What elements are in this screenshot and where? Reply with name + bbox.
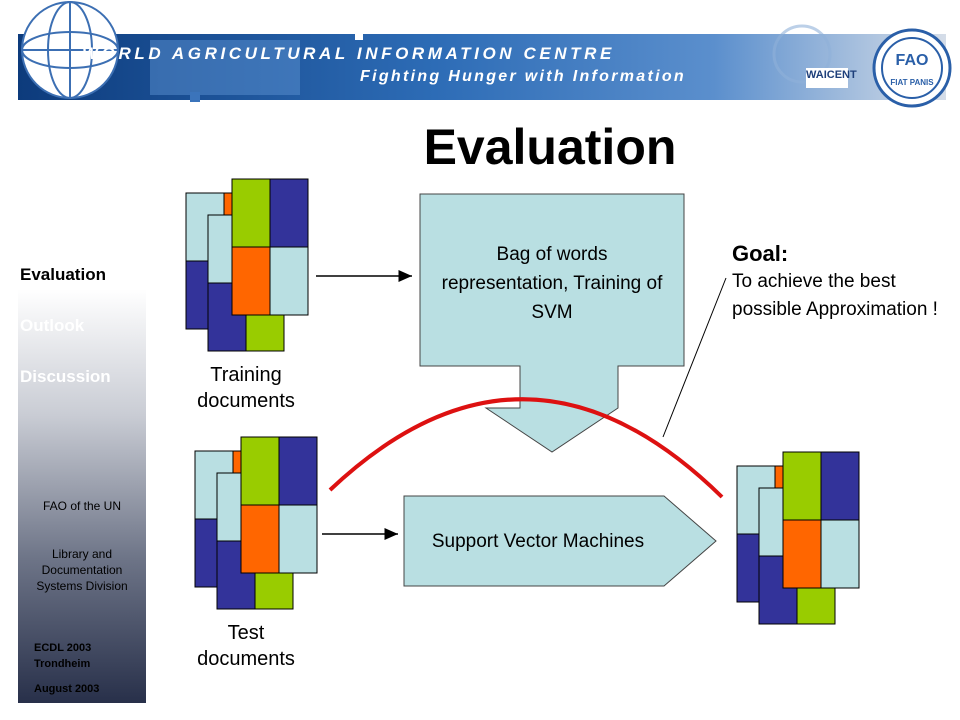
doc-page-front-cell <box>782 519 822 589</box>
conference-info: ECDL 2003 Trondheim <box>34 642 92 670</box>
sidebar-item-introduction[interactable]: Introduction <box>20 138 120 157</box>
doc-page-front-cell <box>231 246 271 316</box>
doc-page-front-cell <box>240 504 280 574</box>
division-name: Library and Documentation Systems Divisi… <box>36 547 128 593</box>
svm-arrow-shape <box>403 495 717 587</box>
result-documents-stack <box>736 451 860 625</box>
training-documents-stack <box>185 178 309 352</box>
doc-page-front-cell <box>269 246 309 316</box>
test-documents-label: Test documents <box>197 622 295 670</box>
banner-subtitle: Fighting Hunger with Information <box>360 68 687 85</box>
test-documents-stack <box>194 436 318 610</box>
sidebar-item-automatic-indexing[interactable]: Automatic Indexing <box>20 188 104 231</box>
banner-graphic <box>18 1 952 108</box>
sidebar-item-discussion[interactable]: Discussion <box>20 367 111 386</box>
waicent-logo: WAICENT <box>806 69 857 81</box>
fao-motto: FIAT PANIS <box>890 78 934 87</box>
training-process-callout <box>419 193 685 453</box>
goal-annotation: Goal: To achieve the best possible Appro… <box>732 240 952 324</box>
sidebar-item-outlook[interactable]: Outlook <box>20 316 85 335</box>
doc-page-front-cell <box>278 436 318 506</box>
training-documents-label: Training documents <box>197 364 295 412</box>
org-name: FAO of the UN <box>42 499 122 513</box>
doc-page-front-cell <box>240 436 280 506</box>
fao-logo-icon <box>872 28 952 108</box>
goal-heading: Goal: <box>732 241 789 266</box>
banner-title: WORLD AGRICULTURAL INFORMATION CENTRE <box>82 44 615 63</box>
doc-page-front-cell <box>278 504 318 574</box>
doc-page-front-cell <box>782 451 822 521</box>
training-process-label: Bag of words representation, Training of… <box>441 244 663 323</box>
conference-date: August 2003 <box>34 683 100 695</box>
slide-title: Evaluation <box>423 119 677 175</box>
sidebar-item-evaluation[interactable]: Evaluation <box>20 265 106 284</box>
svm-label: Support Vector Machines <box>431 531 645 552</box>
sidebar: Introduction Automatic Indexing Evaluati… <box>18 128 146 703</box>
doc-page-front-cell <box>820 519 860 589</box>
header-banner: WORLD AGRICULTURAL INFORMATION CENTRE Fi… <box>0 0 960 110</box>
doc-page-front-cell <box>269 178 309 248</box>
approximation-arc <box>328 397 724 499</box>
goal-text: To achieve the best possible Approximati… <box>732 271 938 320</box>
doc-page-front-cell <box>820 451 860 521</box>
fao-logo-text: FAO <box>895 52 929 69</box>
doc-page-front-cell <box>231 178 271 248</box>
goal-pointer-line <box>662 277 727 438</box>
